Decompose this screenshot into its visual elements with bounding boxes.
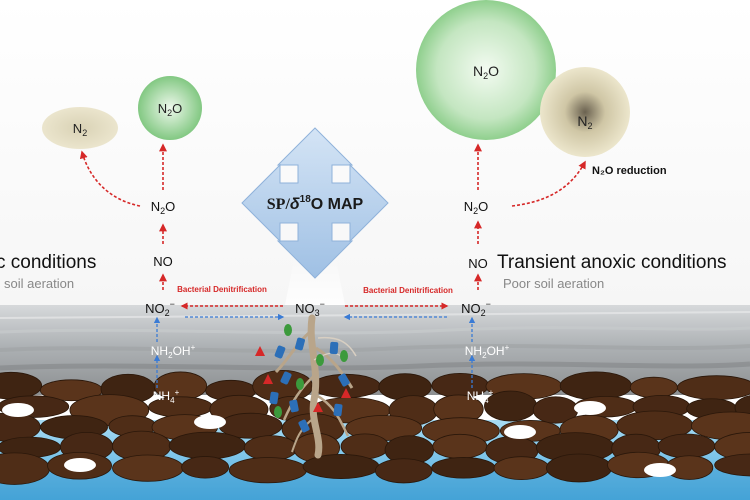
- n2-bubble-left: [42, 107, 118, 149]
- microbe: [274, 345, 286, 359]
- microbe: [284, 324, 292, 336]
- soil-clod: [546, 453, 612, 483]
- left-condition-title: c conditions: [0, 252, 96, 273]
- soil-clod: [676, 375, 750, 400]
- microbe: [341, 388, 351, 398]
- soil-pore: [64, 458, 96, 472]
- microbe: [333, 403, 343, 417]
- nh4-left: NH4+: [153, 388, 180, 405]
- soil-clod: [657, 433, 716, 459]
- sp-map-compass: [241, 127, 389, 279]
- soil-pore: [194, 415, 226, 429]
- soil-clod: [168, 431, 246, 460]
- microbe: [263, 374, 273, 384]
- microbe: [289, 399, 299, 413]
- no2-left: NO2−: [145, 299, 175, 318]
- n2o-bubble-right: [416, 0, 556, 140]
- n2-bubble-right: [540, 67, 630, 157]
- microbe: [269, 391, 279, 405]
- no-left: NO: [153, 254, 173, 269]
- n2o-label-left: N2O: [158, 101, 183, 118]
- microbe: [255, 346, 265, 356]
- microbe: [274, 406, 282, 418]
- microbe: [340, 350, 348, 362]
- nh2oh-right: NH2OH+: [465, 343, 510, 360]
- soil-clod: [181, 456, 230, 479]
- nh2oh-left: NH2OH+: [151, 343, 196, 360]
- soil-clod: [302, 454, 380, 479]
- n2o-bubble-left: [138, 76, 202, 140]
- microbe: [296, 378, 304, 390]
- soil-pore: [644, 463, 676, 477]
- microbe: [329, 341, 339, 355]
- no3-center: NO3−: [295, 299, 325, 318]
- light-beam: [285, 255, 345, 305]
- soil-pore: [574, 401, 606, 415]
- soil-clod: [374, 458, 433, 484]
- microbe: [280, 371, 292, 385]
- soil-clod: [432, 433, 488, 459]
- soil-pore: [2, 403, 34, 417]
- n2o-right: N2O: [464, 199, 489, 216]
- sp-map-label: SP/δ18O MAP: [267, 194, 364, 213]
- soil-clod: [228, 457, 307, 484]
- soil-clod: [714, 432, 750, 462]
- right-process-label: Bacterial Denitrification: [363, 286, 453, 295]
- n2o-left: N2O: [151, 199, 176, 216]
- soil-clod: [559, 371, 632, 401]
- n2-label-right: N2: [577, 113, 592, 131]
- soil-clod: [112, 454, 184, 482]
- n2o-reduction-label: N₂O reduction: [592, 165, 667, 177]
- soil-clod: [431, 457, 496, 479]
- n2-label-left: N2: [73, 121, 87, 138]
- right-condition-subtitle: Poor soil aeration: [503, 276, 604, 291]
- microbe: [338, 373, 350, 387]
- soil-clod: [629, 376, 678, 399]
- left-condition-subtitle: soil aeration: [4, 276, 74, 291]
- sky-background: [0, 0, 750, 310]
- no2-right: NO2−: [461, 299, 491, 318]
- soil-clod: [493, 456, 550, 480]
- rhizosphere-microbes: [255, 324, 351, 433]
- nh4-right: NH4+: [467, 388, 494, 405]
- plant-root: [274, 314, 357, 459]
- n2o-label-right: N2O: [473, 63, 499, 81]
- microbe: [313, 402, 323, 412]
- soil-clod: [714, 453, 750, 477]
- soil-layer: [0, 370, 750, 485]
- no-right: NO: [468, 256, 488, 271]
- soil-clod: [243, 435, 298, 461]
- right-condition-title: Transient anoxic conditions: [497, 252, 727, 273]
- left-process-label: Bacterial Denitrification: [177, 285, 267, 294]
- soil-pore: [504, 425, 536, 439]
- microbe: [295, 337, 305, 351]
- microbe: [298, 419, 310, 433]
- microbe: [316, 354, 324, 366]
